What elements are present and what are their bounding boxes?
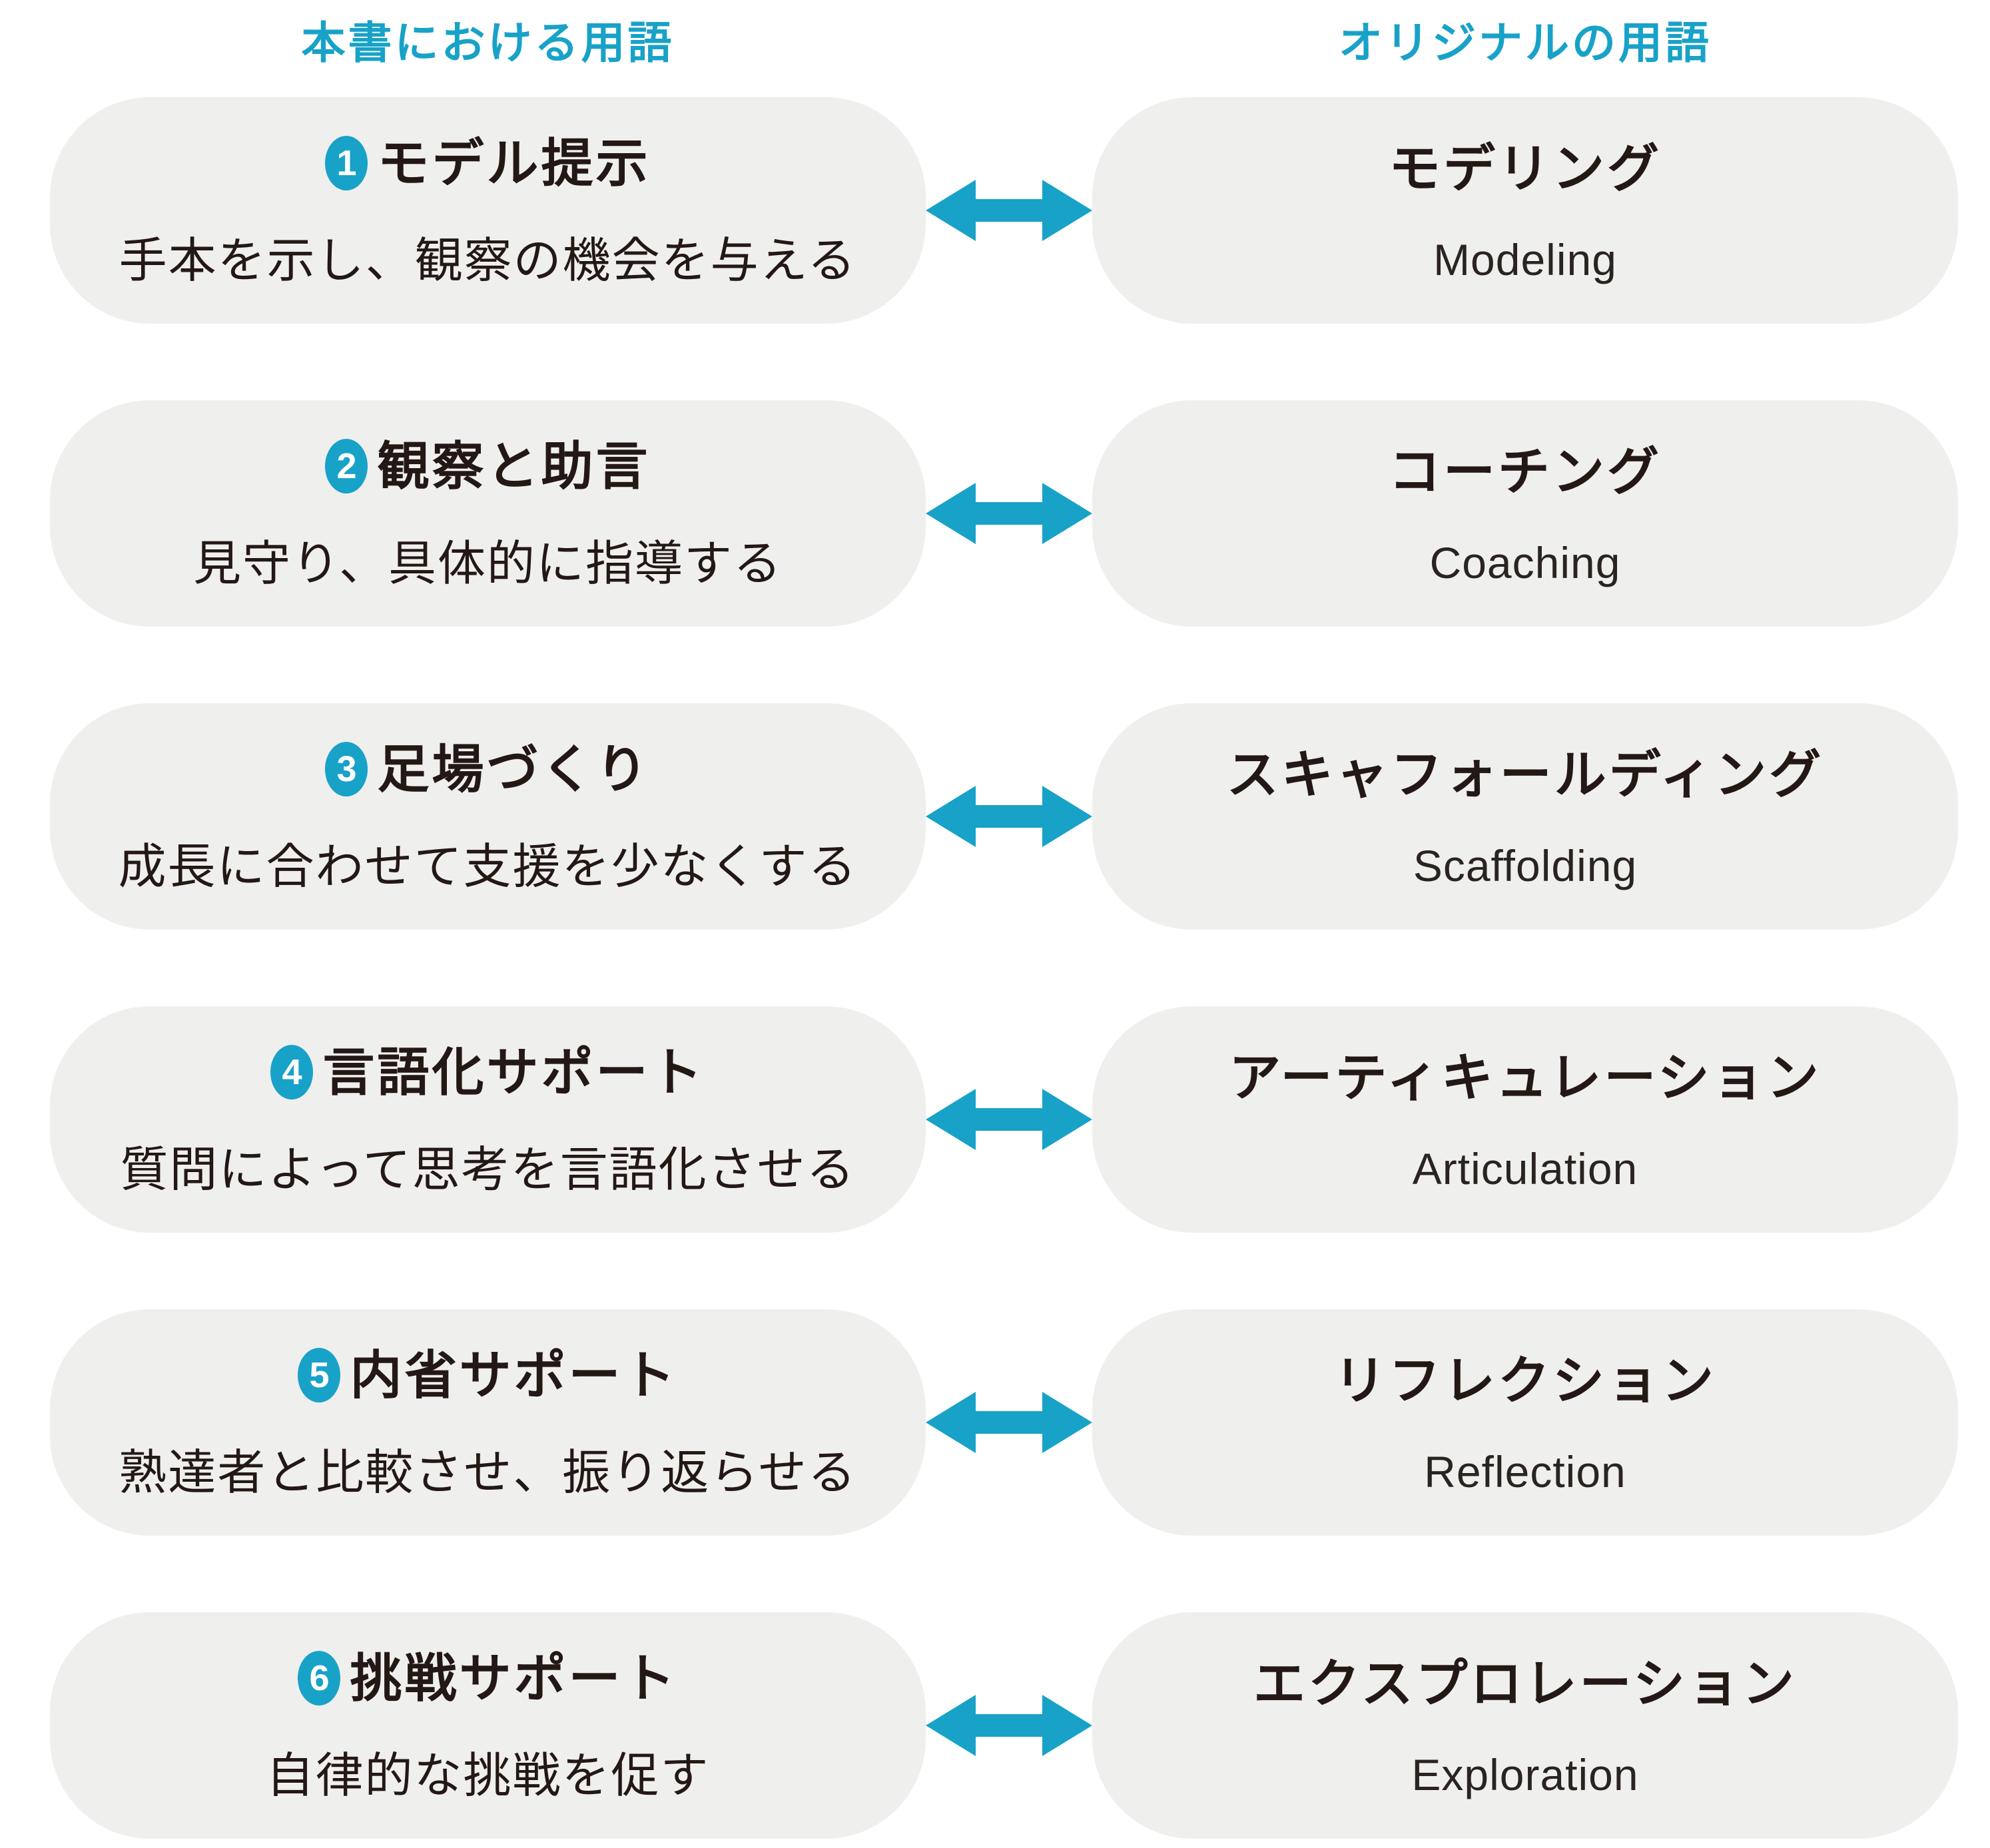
term-title: モデル提示 — [377, 134, 651, 192]
original-term-katakana: リフレクション — [1333, 1351, 1716, 1410]
book-term-card: 1 モデル提示 手本を示し、観察の機会を与える — [50, 97, 926, 324]
original-term-katakana: エクスプロレーション — [1253, 1654, 1798, 1713]
double-arrow-icon — [926, 703, 1092, 930]
term-row: 2 観察と助言 見守り、具体的に指導する コーチング Coaching — [0, 400, 1990, 627]
double-arrow-icon — [926, 400, 1092, 627]
term-description: 熟達者と比較させ、振り返らせる — [119, 1446, 857, 1500]
term-title: 内省サポート — [350, 1346, 678, 1404]
term-description: 自律的な挑戦を促す — [266, 1749, 710, 1803]
original-term-english: Coaching — [1429, 538, 1621, 587]
term-title-line: 2 観察と助言 — [325, 434, 650, 498]
term-title-line: 4 言語化サポート — [270, 1040, 705, 1104]
original-term-english: Articulation — [1412, 1144, 1638, 1193]
book-term-card: 2 観察と助言 見守り、具体的に指導する — [50, 400, 926, 627]
original-term-card: スキャフォールディング Scaffolding — [1092, 703, 1958, 930]
original-term-katakana: スキャフォールディング — [1226, 745, 1824, 804]
original-term-card: モデリング Modeling — [1092, 97, 1958, 324]
original-term-card: アーティキュレーション Articulation — [1092, 1006, 1958, 1233]
term-description: 手本を示し、観察の機会を与える — [119, 234, 857, 288]
original-term-katakana: コーチング — [1388, 442, 1662, 501]
number-badge: 6 — [298, 1651, 341, 1705]
book-term-card: 6 挑戦サポート 自律的な挑戦を促す — [50, 1612, 926, 1839]
original-term-katakana: アーティキュレーション — [1229, 1048, 1822, 1107]
term-description: 見守り、具体的に指導する — [192, 537, 783, 591]
term-row: 5 内省サポート 熟達者と比較させ、振り返らせる リフレクション Reflect… — [0, 1309, 1990, 1536]
term-title-line: 6 挑戦サポート — [298, 1646, 677, 1710]
original-term-english: Reflection — [1424, 1447, 1626, 1496]
book-term-card: 5 内省サポート 熟達者と比較させ、振り返らせる — [50, 1309, 926, 1536]
column-header-original-terms: オリジナルの用語 — [1339, 18, 1712, 67]
original-term-english: Modeling — [1433, 235, 1617, 284]
term-title: 言語化サポート — [322, 1043, 705, 1101]
original-term-card: コーチング Coaching — [1092, 400, 1958, 627]
term-title: 挑戦サポート — [350, 1649, 678, 1707]
term-row: 1 モデル提示 手本を示し、観察の機会を与える モデリング Modeling — [0, 97, 1990, 324]
term-title: 観察と助言 — [377, 437, 651, 495]
original-term-card: エクスプロレーション Exploration — [1092, 1612, 1958, 1839]
term-rows: 1 モデル提示 手本を示し、観察の機会を与える モデリング Modeling 2… — [0, 97, 1990, 1839]
double-arrow-icon — [926, 1006, 1092, 1233]
double-arrow-icon — [926, 1612, 1092, 1839]
number-badge: 3 — [325, 742, 368, 796]
term-description: 質問によって思考を言語化させる — [120, 1143, 856, 1197]
term-description: 成長に合わせて支援を少なくする — [118, 840, 858, 894]
book-term-card: 4 言語化サポート 質問によって思考を言語化させる — [50, 1006, 926, 1233]
term-title-line: 1 モデル提示 — [325, 131, 650, 195]
original-term-english: Exploration — [1411, 1750, 1639, 1799]
double-arrow-icon — [926, 1309, 1092, 1536]
term-title-line: 5 内省サポート — [298, 1343, 677, 1407]
number-badge: 4 — [270, 1045, 314, 1099]
term-title-line: 3 足場づくり — [325, 737, 650, 801]
original-term-katakana: モデリング — [1388, 139, 1662, 198]
original-term-english: Scaffolding — [1413, 841, 1638, 890]
header-spacer — [926, 9, 1092, 97]
column-headers: 本書における用語 オリジナルの用語 — [0, 0, 1990, 97]
term-row: 6 挑戦サポート 自律的な挑戦を促す エクスプロレーション Exploratio… — [0, 1612, 1990, 1839]
number-badge: 5 — [298, 1348, 341, 1402]
term-title: 足場づくり — [377, 740, 651, 798]
original-term-card: リフレクション Reflection — [1092, 1309, 1958, 1536]
term-row: 4 言語化サポート 質問によって思考を言語化させる アーティキュレーション Ar… — [0, 1006, 1990, 1233]
number-badge: 2 — [325, 439, 368, 493]
double-arrow-icon — [926, 97, 1092, 324]
term-row: 3 足場づくり 成長に合わせて支援を少なくする スキャフォールディング Scaf… — [0, 703, 1990, 930]
book-term-card: 3 足場づくり 成長に合わせて支援を少なくする — [50, 703, 926, 930]
number-badge: 1 — [325, 136, 368, 190]
column-header-book-terms: 本書における用語 — [301, 18, 675, 67]
